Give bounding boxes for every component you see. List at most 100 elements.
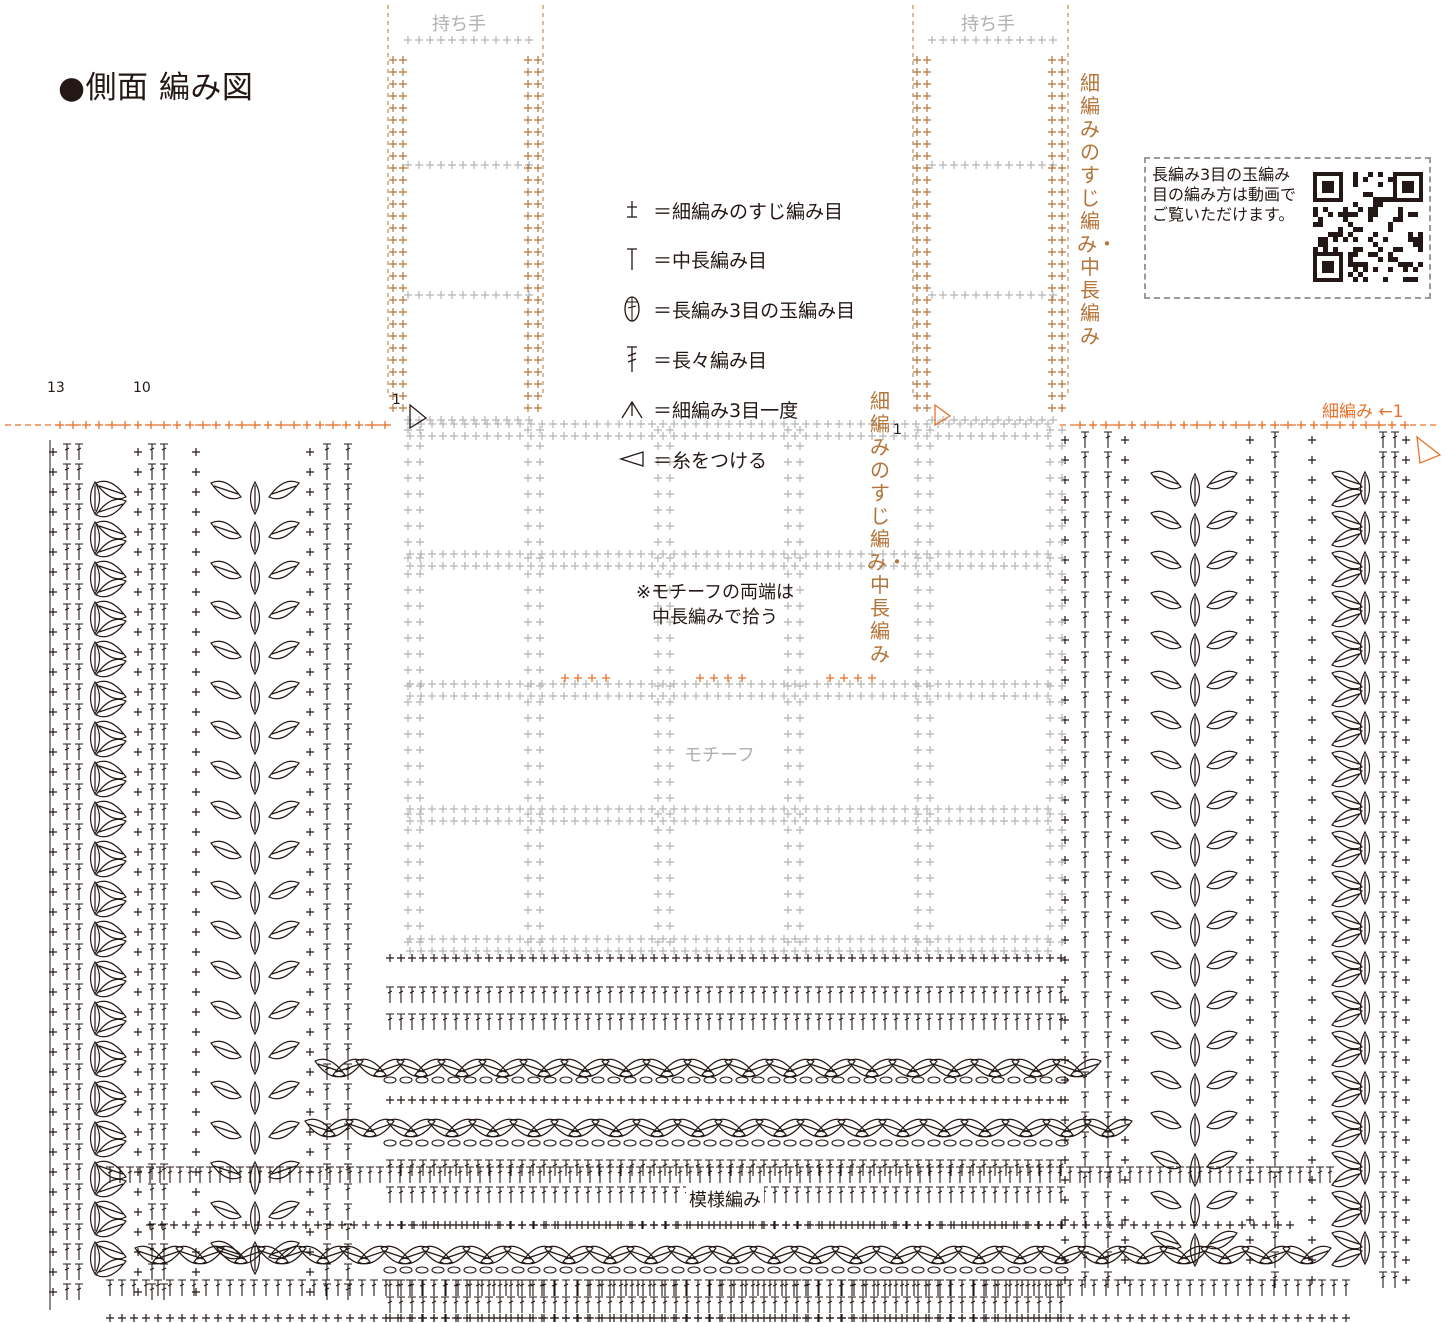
handle-edge-stitch xyxy=(398,223,408,233)
motif-sc-stitch xyxy=(783,569,793,579)
motif-sc-stitch xyxy=(856,946,866,956)
hdc-stitch xyxy=(837,1279,847,1297)
handle-edge-stitch xyxy=(398,187,408,197)
sc-stitch xyxy=(1029,1313,1039,1323)
sc-stitch xyxy=(693,1095,703,1105)
dc-cluster-stitch xyxy=(978,1118,1010,1138)
dc-cluster-stitch xyxy=(1150,910,1182,930)
hdc-stitch xyxy=(105,1279,115,1297)
hdc-stitch xyxy=(792,1013,802,1031)
sc-stitch xyxy=(305,687,315,697)
motif-sc-stitch xyxy=(592,934,602,944)
top-sc-stitch xyxy=(276,420,286,430)
motif-sc-stitch xyxy=(933,561,943,571)
motif-sc-stitch xyxy=(665,889,675,899)
motif-sc-stitch xyxy=(966,679,976,689)
motif-sc-stitch xyxy=(535,649,545,659)
sc-stitch xyxy=(733,1220,743,1230)
handle-edge-stitch xyxy=(922,391,932,401)
hdc-stitch xyxy=(836,1159,846,1177)
dc-cluster-stitch xyxy=(95,1018,127,1038)
motif-sc-stitch xyxy=(665,921,675,931)
sc-stitch xyxy=(979,1095,989,1105)
dc-cluster-stitch xyxy=(560,1058,592,1078)
sc-stitch xyxy=(305,947,315,957)
handle-edge-stitch xyxy=(922,283,932,293)
hdc-stitch xyxy=(528,986,538,1004)
handle-edge-stitch xyxy=(533,343,543,353)
chain-stitch xyxy=(591,1139,605,1147)
handle-sc-stitch xyxy=(971,160,981,170)
handle-edge-stitch xyxy=(912,115,922,125)
dc-cluster-stitch xyxy=(95,480,127,500)
sc-stitch xyxy=(305,1087,315,1097)
motif-sc-stitch xyxy=(1010,804,1020,814)
bobble-stitch xyxy=(1359,1111,1371,1145)
sc-stitch xyxy=(1069,1220,1079,1230)
motif-sc-stitch xyxy=(1057,505,1067,515)
handle-edge-stitch xyxy=(398,55,408,65)
hdc-stitch xyxy=(1080,651,1090,669)
hdc-stitch xyxy=(968,1186,978,1204)
motif-sc-stitch xyxy=(625,549,635,559)
handle-sc-stitch xyxy=(1004,290,1014,300)
handle-edge-stitch xyxy=(912,211,922,221)
hdc-stitch xyxy=(275,1166,285,1184)
motif-sc-stitch xyxy=(647,679,657,689)
sc-stitch xyxy=(1120,1135,1130,1145)
motif-sc-stitch xyxy=(535,681,545,691)
motif-sc-stitch xyxy=(535,665,545,675)
motif-sc-stitch xyxy=(416,816,426,826)
hdc-stitch xyxy=(495,1186,505,1204)
dc-cluster-stitch xyxy=(544,1245,576,1265)
motif-sc-stitch xyxy=(403,809,413,819)
hdc-stitch xyxy=(1165,1166,1175,1184)
sc-stitch xyxy=(1060,995,1070,1005)
hdc-stitch xyxy=(1270,591,1280,609)
motif-sc-stitch xyxy=(834,549,844,559)
sc-stitch xyxy=(1401,935,1411,945)
sc-stitch xyxy=(305,547,315,557)
motif-sc-stitch xyxy=(537,816,547,826)
chain-stitch xyxy=(559,1076,573,1084)
motif-sc-stitch xyxy=(570,549,580,559)
motif-sc-stitch xyxy=(482,804,492,814)
hdc-stitch xyxy=(1270,1131,1280,1149)
sc-stitch xyxy=(305,467,315,477)
hdc-stitch xyxy=(847,1013,857,1031)
handle-edge-stitch xyxy=(922,139,932,149)
connector-sc-stitch xyxy=(601,673,611,683)
dc-cluster-stitch xyxy=(683,1058,715,1078)
sc-stitch xyxy=(191,587,201,597)
hdc-stitch xyxy=(1103,911,1113,929)
sc-stitch xyxy=(309,1313,319,1323)
motif-sc-stitch xyxy=(900,804,910,814)
qr-code-icon[interactable] xyxy=(1313,172,1423,282)
hdc-stitch xyxy=(1390,691,1400,709)
hdc-stitch xyxy=(880,1296,890,1314)
sc-stitch xyxy=(1001,1095,1011,1105)
motif-sc-stitch xyxy=(471,804,481,814)
motif-sc-stitch xyxy=(658,679,668,689)
dc-cluster-stitch xyxy=(972,1245,1004,1265)
motif-sc-stitch xyxy=(783,441,793,451)
hdc-stitch xyxy=(539,1159,549,1177)
hdc-stitch xyxy=(395,1166,405,1184)
motif-sc-stitch xyxy=(1032,549,1042,559)
sc-stitch xyxy=(1034,953,1044,963)
motif-sc-stitch xyxy=(515,431,525,441)
motif-sc-stitch xyxy=(405,691,415,701)
motif-sc-stitch xyxy=(702,561,712,571)
hdc-stitch xyxy=(1270,1011,1280,1029)
hdc-stitch xyxy=(255,1166,265,1184)
hdc-stitch xyxy=(1255,1166,1265,1184)
sc-stitch xyxy=(191,487,201,497)
motif-sc-stitch xyxy=(416,431,426,441)
dc-cluster-stitch xyxy=(268,720,300,740)
motif-sc-stitch xyxy=(535,921,545,931)
hdc-stitch xyxy=(1103,1191,1113,1209)
sc-stitch xyxy=(297,1313,307,1323)
hdc-stitch xyxy=(159,483,169,501)
motif-sc-stitch xyxy=(812,691,822,701)
motif-sc-stitch xyxy=(653,569,663,579)
